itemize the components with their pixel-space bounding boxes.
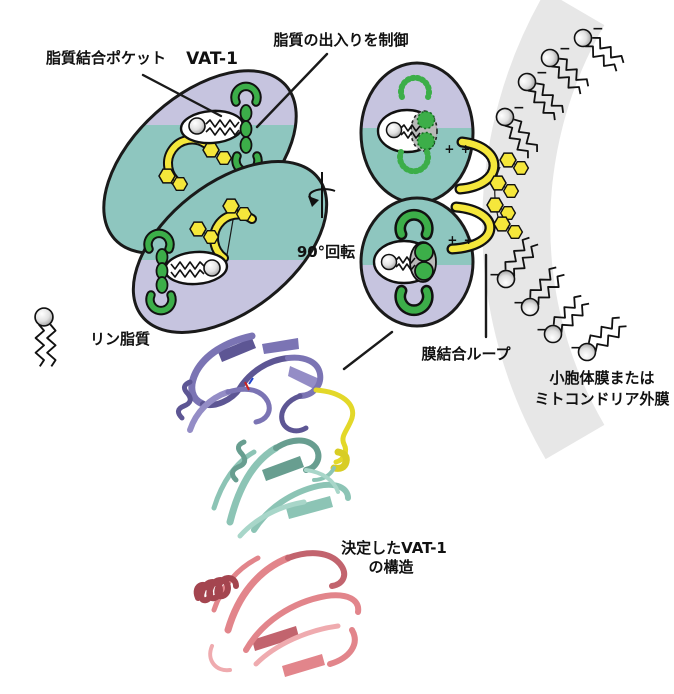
green-gate-a	[235, 86, 258, 171]
phospholipid-head	[203, 259, 221, 277]
phospholipid-icon	[572, 313, 631, 365]
phospholipid-icon	[34, 307, 57, 368]
hexagon-chain	[487, 153, 528, 238]
ribbon-domain-teal	[211, 437, 351, 539]
positive-charges: + +	[444, 142, 471, 156]
structure-pointer-line	[342, 330, 394, 371]
membrane-name-line2: ミトコンドリア外膜	[534, 390, 669, 408]
control-pointer-line	[255, 52, 329, 129]
structure-caption-line2: の構造	[368, 558, 413, 576]
minus-charge: −	[513, 100, 525, 116]
rotation-axis-icon	[308, 172, 336, 218]
ribbon-domain-purple	[176, 332, 324, 434]
pocket-label: 脂質結合ポケット	[46, 49, 166, 67]
phospholipid-head	[380, 253, 398, 271]
rotation-indicator: 90°回転	[297, 172, 355, 261]
pocket-pointer-line	[141, 73, 223, 118]
monomer-d	[359, 196, 475, 328]
lipid-pocket-d	[372, 239, 437, 285]
membrane-phospholipids-bottom: − − − −	[489, 234, 631, 365]
phospholipid-head	[385, 121, 403, 139]
phospholipid-legend: リン脂質	[34, 307, 150, 368]
monomer-d-outline	[359, 196, 475, 328]
minus-charge: −	[513, 295, 525, 311]
structure-caption-line1: 決定したVAT-1	[341, 539, 447, 557]
ribbon-domain-pink	[193, 550, 362, 677]
lipid-pocket-b	[163, 250, 229, 286]
minus-charge: −	[536, 65, 548, 81]
ribbon-loop-yellow	[312, 387, 356, 482]
minus-charge: −	[570, 340, 582, 356]
monomer-c	[359, 61, 475, 205]
membrane-binding-loop-bottom	[446, 201, 496, 255]
lipid-control-label: 脂質の出入りを制御	[273, 31, 408, 49]
phospholipid-head	[188, 117, 206, 135]
minus-charge: −	[536, 322, 548, 338]
minus-charge: −	[559, 41, 571, 57]
minus-charge: −	[592, 21, 604, 37]
positive-charges: + +	[447, 233, 474, 247]
right-dimer: + + + +	[359, 61, 528, 328]
cofactor-arc-b	[190, 199, 257, 263]
vat1-label: VAT-1	[186, 49, 238, 69]
green-gate-b	[148, 233, 172, 310]
rotation-label: 90°回転	[297, 243, 355, 261]
membrane-binding-loop-top	[454, 136, 500, 195]
protein-ribbon-structure	[176, 332, 362, 677]
minus-charge: −	[489, 267, 501, 283]
membrane-name-line1: 小胞体膜または	[549, 369, 654, 387]
phospholipid-label: リン脂質	[90, 330, 150, 348]
membrane-phospholipids-top: − − − −	[492, 21, 627, 162]
monomer-b-outline	[131, 160, 329, 334]
membrane-loop-label: 膜結合ループ	[421, 345, 511, 363]
lipid-pocket-c	[376, 108, 438, 154]
